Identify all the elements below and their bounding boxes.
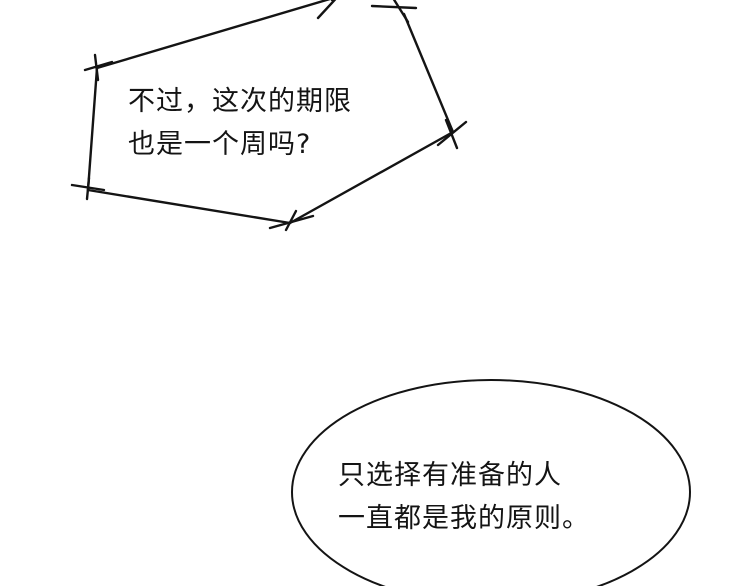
bubble-text-line: 一直都是我的原则。 [338,503,590,534]
bubble-text-question: 不过，这次的期限 也是一个周吗? [128,80,352,166]
bubble-text-principle: 只选择有准备的人 一直都是我的原则。 [338,454,590,540]
speech-bubble-frame [70,0,468,232]
bubble-text-line: 也是一个周吗? [128,129,312,160]
speech-bubble-oval [291,379,691,586]
bubble-text-line: 不过，这次的期限 [128,86,352,117]
bubble-text-line: 只选择有准备的人 [338,460,562,491]
